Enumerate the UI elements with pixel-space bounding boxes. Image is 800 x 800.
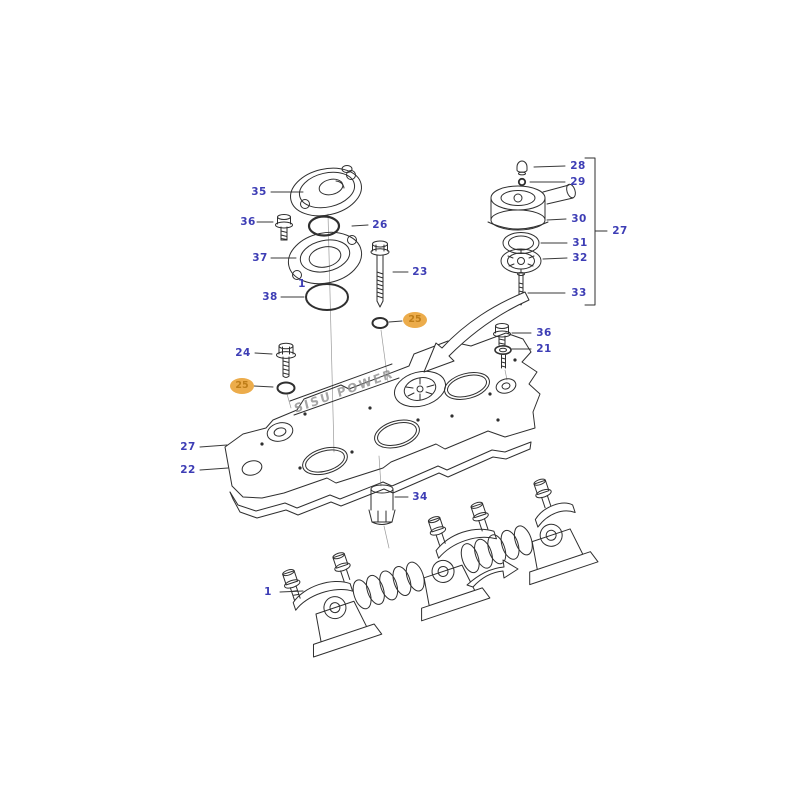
part-label-31[interactable]: 31 — [572, 236, 588, 249]
pointer-arrow — [423, 291, 530, 373]
bracket-27 — [584, 157, 608, 306]
part-label-21[interactable]: 21 — [536, 342, 552, 355]
part-label-38[interactable]: 38 — [262, 290, 278, 303]
part-label-25-highlighted-top[interactable]: 25 — [403, 312, 427, 328]
part-label-22[interactable]: 22 — [180, 463, 196, 476]
part-label-27-cover[interactable]: 27 — [180, 440, 196, 453]
o-ring-26-drawing — [307, 215, 341, 237]
part-label-32[interactable]: 32 — [572, 251, 588, 264]
part-label-35[interactable]: 35 — [251, 185, 267, 198]
breather-body-30-drawing — [487, 183, 576, 231]
bolt-24-drawing — [276, 342, 296, 378]
bolt-36-right-drawing — [493, 323, 511, 346]
part-label-30[interactable]: 30 — [571, 212, 587, 225]
leader-lines — [199, 165, 568, 593]
rocker-assembly-drawing — [282, 478, 599, 658]
o-ring-25-top-drawing — [371, 317, 389, 329]
rotate-arrow — [466, 559, 519, 588]
o-ring-38-drawing — [305, 283, 349, 311]
part-label-1-rocker[interactable]: 1 — [264, 585, 272, 598]
valve-cover-27-drawing — [224, 332, 541, 499]
part-label-27-breather-group[interactable]: 27 — [612, 224, 628, 237]
o-ring-25-left-drawing — [276, 381, 296, 395]
part-label-33[interactable]: 33 — [571, 286, 587, 299]
centerlines — [286, 213, 508, 549]
part-label-24[interactable]: 24 — [235, 346, 251, 359]
part-label-25-highlighted-left[interactable]: 25 — [230, 378, 254, 394]
filler-flange-37-drawing — [287, 231, 363, 285]
part-label-36-left[interactable]: 36 — [240, 215, 256, 228]
part-label-28[interactable]: 28 — [570, 159, 586, 172]
bolt-23-drawing — [370, 240, 390, 308]
breather-cap-28-drawing — [516, 160, 528, 176]
breather-disc-32-drawing — [500, 248, 542, 274]
bolt-36-left-drawing — [275, 214, 293, 241]
spacer-nut-34-drawing — [368, 484, 396, 525]
part-label-36-right[interactable]: 36 — [536, 326, 552, 339]
washer-21-drawing — [494, 344, 512, 369]
grommet-29-drawing — [517, 177, 527, 187]
part-label-1-filler[interactable]: 1 — [298, 277, 306, 290]
part-label-34[interactable]: 34 — [412, 490, 428, 503]
part-label-37[interactable]: 37 — [252, 251, 268, 264]
part-label-23[interactable]: 23 — [412, 265, 428, 278]
gasket-22-drawing — [229, 441, 532, 519]
part-label-29[interactable]: 29 — [570, 175, 586, 188]
part-label-26[interactable]: 26 — [372, 218, 388, 231]
filler-cap-35-drawing — [290, 165, 362, 217]
